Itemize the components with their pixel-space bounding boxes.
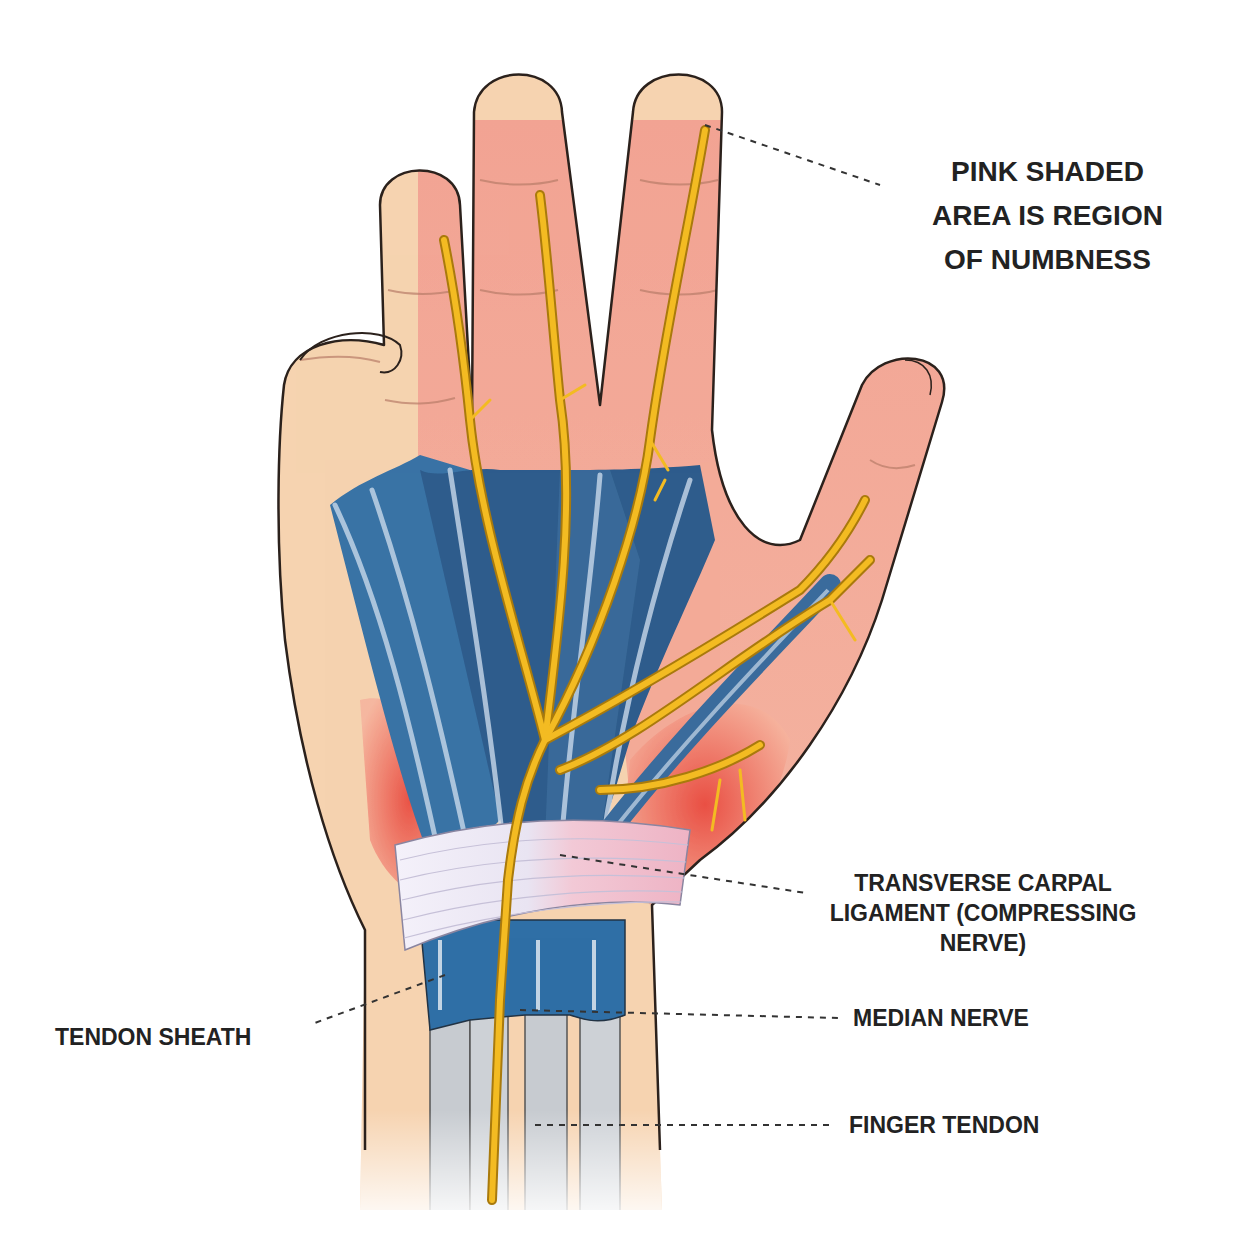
annotation-label: PINK SHADED AREA IS REGION OF NUMBNESS — [910, 150, 1185, 282]
annotation-label: MEDIAN NERVE — [853, 1003, 1029, 1033]
annotation-label: FINGER TENDON — [849, 1110, 1039, 1140]
annotation-label: TENDON SHEATH — [55, 1022, 251, 1052]
annotation-label: TRANSVERSE CARPAL LIGAMENT (COMPRESSING … — [828, 868, 1138, 958]
